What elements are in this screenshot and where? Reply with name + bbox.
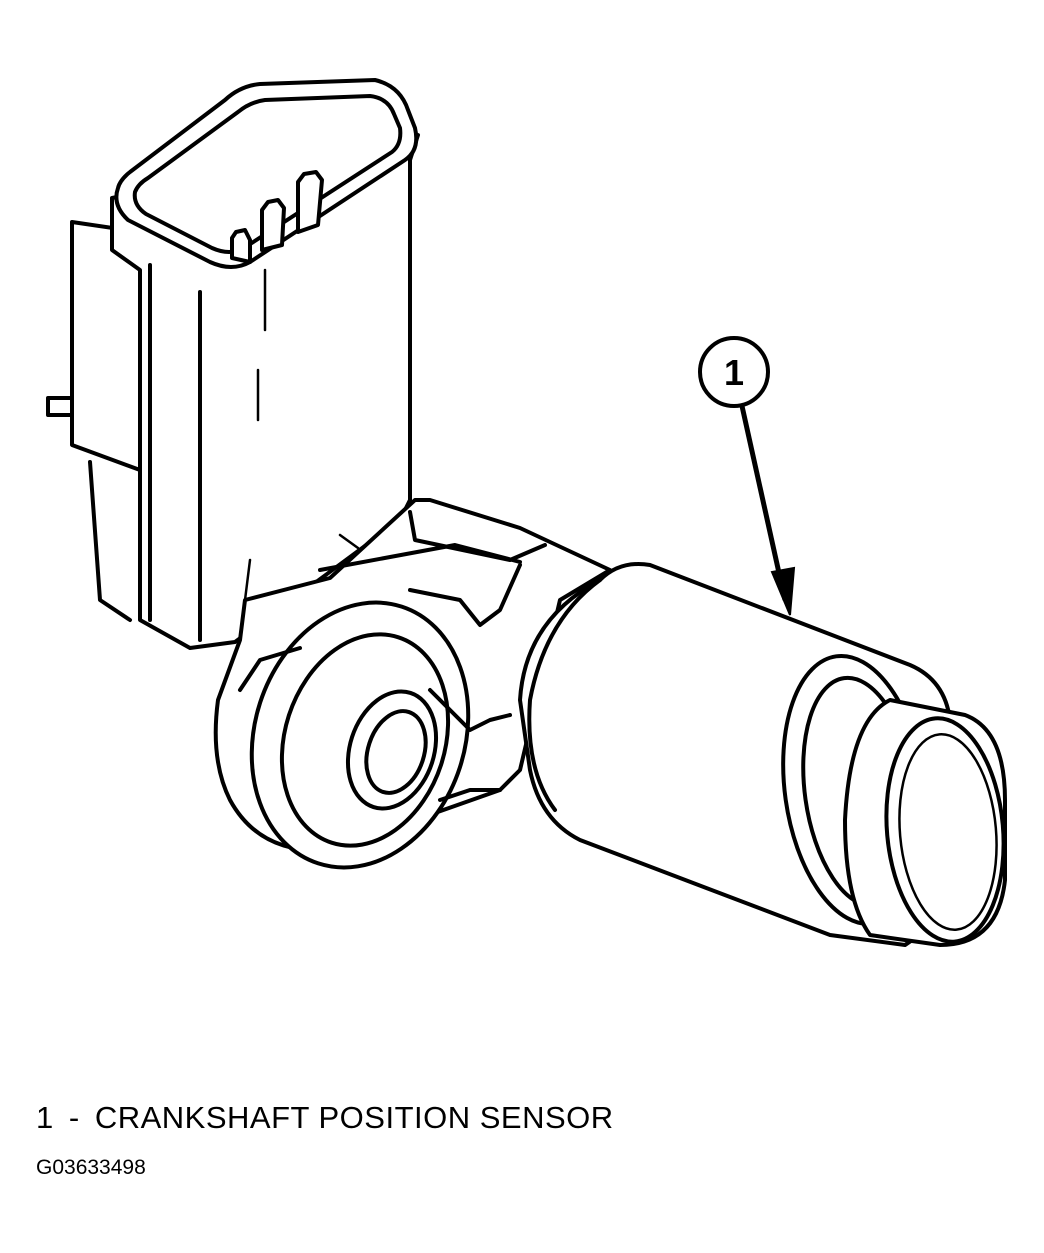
legend-number: 1	[36, 1100, 54, 1135]
terminal-pins	[230, 170, 324, 264]
sensor-barrel	[518, 562, 1007, 947]
legend-separator: -	[68, 1100, 80, 1135]
callout-1: 1	[698, 336, 796, 616]
connector-housing	[46, 133, 420, 650]
figure-id: G03633498	[36, 1156, 146, 1179]
legend-entry: 1 - CRANKSHAFT POSITION SENSOR	[36, 1100, 614, 1136]
callout-number: 1	[724, 352, 744, 393]
leader-arrowhead	[770, 566, 796, 616]
mounting-flange	[213, 498, 612, 870]
callout-circle	[698, 336, 770, 408]
connector-mouth	[114, 78, 419, 269]
sensor-illustration: 1	[46, 78, 1007, 947]
legend-label: CRANKSHAFT POSITION SENSOR	[94, 1100, 614, 1135]
leader-line	[739, 405, 788, 601]
